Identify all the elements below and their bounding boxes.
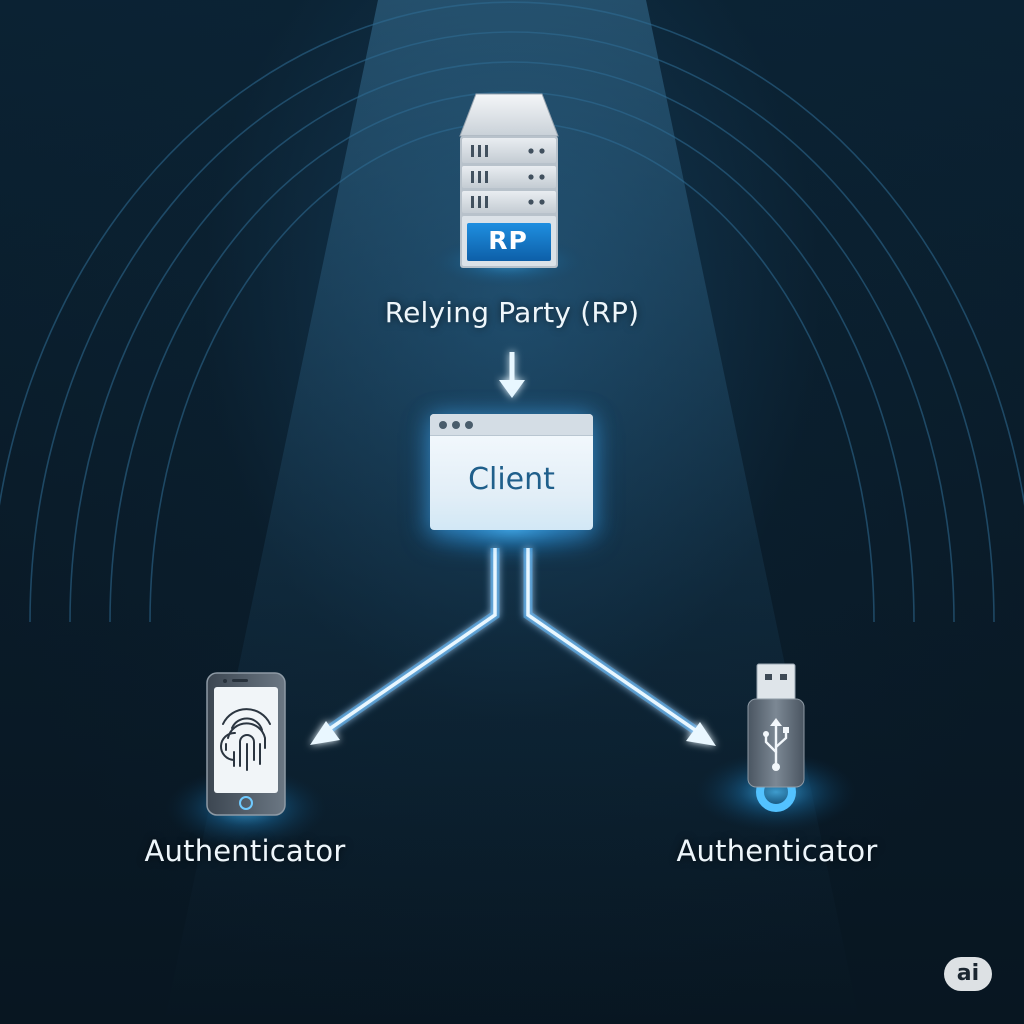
authenticator-usb-label: Authenticator	[676, 834, 878, 868]
connector-client-to-left-authenticator	[310, 548, 500, 745]
window-dot-icon	[452, 421, 460, 429]
relying-party-label: Relying Party (RP)	[384, 296, 640, 329]
arrow-rp-to-client	[499, 352, 525, 398]
client-titlebar	[430, 414, 593, 436]
smartphone-fingerprint-icon	[166, 672, 326, 848]
rp-badge-text: RP	[488, 226, 528, 255]
window-dot-icon	[439, 421, 447, 429]
client-window: Client	[430, 414, 593, 530]
connector-client-to-right-authenticator	[523, 548, 716, 746]
usb-security-key-icon	[696, 663, 856, 832]
window-dot-icon	[465, 421, 473, 429]
ai-logo: ai	[944, 957, 992, 991]
server-icon	[428, 93, 588, 288]
authenticator-phone-label: Authenticator	[144, 834, 346, 868]
client-label: Client	[468, 462, 555, 497]
